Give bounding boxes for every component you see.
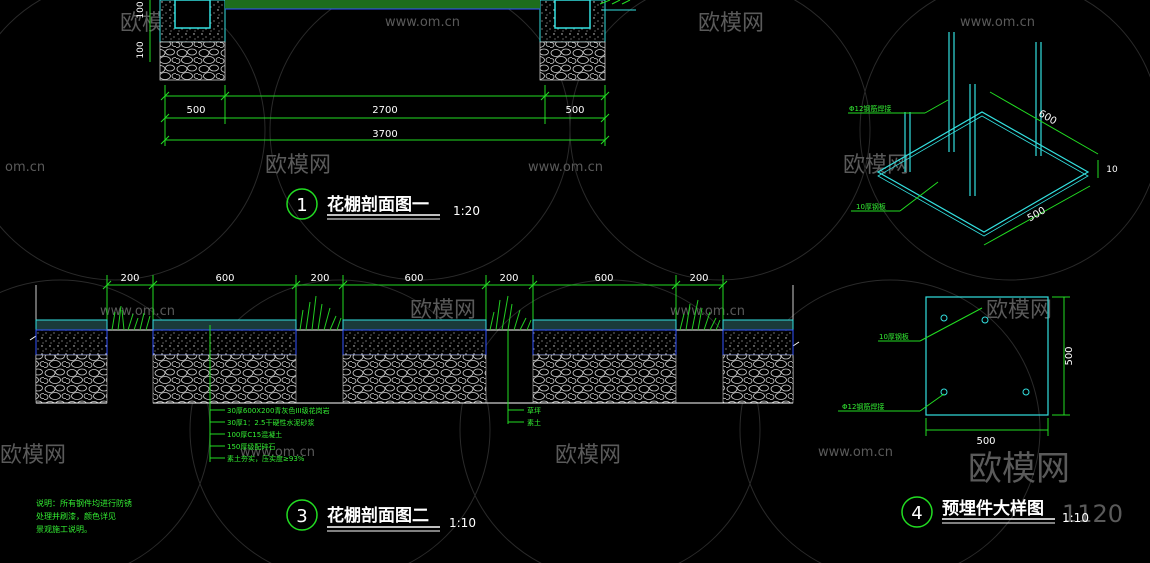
watermark-brand-large: 欧模网 xyxy=(968,449,1070,489)
s4-plan-label-rebar: Φ12钢筋焊接 xyxy=(842,402,884,411)
watermark-brand-3: 欧模网 xyxy=(265,153,331,178)
s3-dim-6: 600 xyxy=(594,273,613,284)
s3-callout-1: 30厚600X200青灰色III级花岗岩 xyxy=(227,406,330,415)
s4-iso-dim-10: 10 xyxy=(1106,165,1118,175)
section-1-drawing: 100 100 500 2700 500 3700 1 花棚剖面图一 1:20 xyxy=(136,0,636,220)
s1-dim-3700: 3700 xyxy=(372,129,397,140)
s1-number: 1 xyxy=(296,195,307,216)
s3-dim-3: 200 xyxy=(310,273,329,284)
s1-title: 花棚剖面图一 xyxy=(327,194,429,215)
s1-side-dim-1: 100 xyxy=(136,1,146,18)
watermark-url-7: www.om.cn xyxy=(240,445,315,460)
note-line-2: 处理并刷漆，颜色详见 xyxy=(36,511,116,521)
s3-dim-5: 200 xyxy=(499,273,518,284)
s3-number: 3 xyxy=(296,506,307,527)
s1-dim-2700: 2700 xyxy=(372,105,397,116)
s1-dim-500-left: 500 xyxy=(186,105,205,116)
watermark-id: 1120 xyxy=(1062,500,1123,528)
watermark-url-3: om.cn xyxy=(5,160,45,175)
s3-dim-1: 200 xyxy=(120,273,139,284)
s1-side-dim-2: 100 xyxy=(136,41,146,58)
note-line-3: 景观施工说明。 xyxy=(36,524,92,534)
s3-callout-4: 150厚级配碎石 xyxy=(227,442,275,451)
s3-callout-soil: 素土 xyxy=(527,418,541,427)
watermark-brand-8: 欧模网 xyxy=(555,443,621,468)
note-line-1: 说明：所有钢件均进行防锈 xyxy=(36,498,132,508)
s4-plan-dim-horiz: 500 xyxy=(976,436,995,447)
watermark-brand-2: 欧模网 xyxy=(698,11,764,36)
general-note: 说明：所有钢件均进行防锈 处理并刷漆，颜色详见 景观施工说明。 xyxy=(36,498,132,534)
s3-dim-4: 600 xyxy=(404,273,423,284)
watermark-url-8: www.om.cn xyxy=(818,445,893,460)
watermark-url-4: www.om.cn xyxy=(528,160,603,175)
s4-scale: 1:10 xyxy=(1062,511,1089,525)
s3-callout-3: 100厚C15混凝土 xyxy=(227,430,282,439)
watermark-brand-4: 欧模网 xyxy=(843,153,909,178)
watermark-brand-6: 欧模网 xyxy=(986,298,1052,323)
section-4-iso: 600 10 500 Φ12钢筋焊接 10厚钢板 xyxy=(848,32,1118,246)
section-4-plan: 500 500 10厚钢板 Φ12钢筋焊接 4 预埋件大样图 1:10 xyxy=(838,296,1089,528)
s4-iso-label-rebar: Φ12钢筋焊接 xyxy=(849,104,891,113)
s1-scale: 1:20 xyxy=(453,204,480,218)
s3-scale: 1:10 xyxy=(449,516,476,530)
s4-iso-label-plate: 10厚钢板 xyxy=(856,202,886,211)
s1-dim-500-right: 500 xyxy=(565,105,584,116)
watermark-url-2: www.om.cn xyxy=(960,15,1035,30)
section-3-drawing: 200 600 200 600 200 600 200 xyxy=(29,273,800,532)
s4-number: 4 xyxy=(911,503,922,524)
watermark-url-1: www.om.cn xyxy=(385,15,460,30)
s3-dim-7: 200 xyxy=(689,273,708,284)
s3-title: 花棚剖面图二 xyxy=(327,505,429,526)
s3-callout-5: 素土夯实，压实度≥93% xyxy=(227,454,305,463)
s3-dim-2: 600 xyxy=(215,273,234,284)
watermark-brand-5: 欧模网 xyxy=(410,298,476,323)
s4-plan-label-plate: 10厚钢板 xyxy=(879,332,909,341)
s3-callout-2: 30厚1：2.5干硬性水泥砂浆 xyxy=(227,418,315,427)
s3-callout-grass: 草坪 xyxy=(527,406,541,415)
s4-plan-dim-vert: 500 xyxy=(1064,346,1075,365)
watermark-url-5: www.om.cn xyxy=(100,304,175,319)
watermark-url-6: www.om.cn xyxy=(670,304,745,319)
watermark-brand-7: 欧模网 xyxy=(0,443,66,468)
s4-iso-dim-500: 500 xyxy=(1026,205,1048,224)
s4-title: 预埋件大样图 xyxy=(942,498,1044,519)
